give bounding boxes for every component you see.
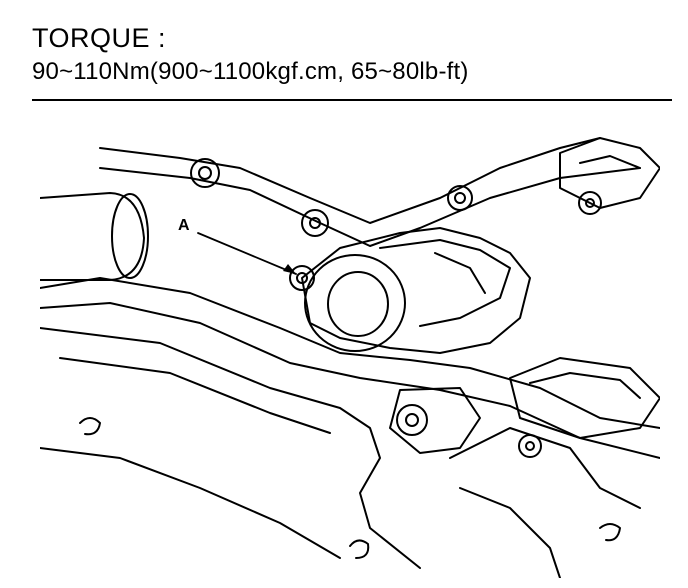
- upper-right-arm-inner: [579, 155, 641, 169]
- lower-frame-3: [40, 447, 341, 559]
- mount-bolt-a: [289, 265, 315, 291]
- callout-leader: [197, 232, 297, 275]
- frame-hole-bottom: [349, 539, 370, 559]
- lower-frame-2: [59, 357, 331, 434]
- bolt-top-left: [190, 158, 220, 188]
- lower-frame-4: [389, 387, 481, 454]
- engine-mount-illustration: A: [40, 137, 660, 578]
- torque-spec: TORQUE : 90~110Nm(900~1100kgf.cm, 65~80l…: [32, 22, 672, 88]
- callout-arrowhead: [283, 264, 296, 274]
- subframe-upper-edge: [99, 137, 601, 224]
- bolt-right: [578, 191, 602, 215]
- bolt-top-center: [301, 209, 329, 237]
- mount-bracket: [301, 227, 531, 354]
- torque-value: 90~110Nm(900~1100kgf.cm, 65~80lb-ft): [32, 58, 469, 85]
- mount-flange-2: [434, 252, 486, 294]
- mount-flange: [379, 239, 511, 327]
- mount-insulator-inner: [327, 271, 389, 337]
- bolt-lower-right: [518, 434, 542, 458]
- bolt-top-right: [447, 185, 473, 211]
- subframe-upper-edge-2: [99, 167, 641, 247]
- header-divider: [32, 99, 672, 101]
- right-bracket-inner: [529, 372, 641, 399]
- lower-frame: [40, 327, 421, 569]
- exhaust-pipe: [40, 192, 145, 281]
- mount-insulator: [304, 254, 406, 352]
- frame-hole-left: [79, 417, 101, 436]
- torque-label: TORQUE :: [32, 23, 167, 53]
- callout-label-a: A: [178, 217, 190, 234]
- exhaust-pipe-end: [111, 193, 149, 279]
- lower-frame-6: [459, 487, 561, 578]
- cross-member-front: [40, 277, 660, 429]
- frame-hole-right: [599, 523, 621, 542]
- lower-frame-5: [449, 427, 641, 509]
- bolt-lower-center: [396, 404, 428, 436]
- cross-member-front-2: [40, 302, 660, 459]
- upper-right-arm: [559, 137, 660, 209]
- right-bracket: [509, 357, 660, 439]
